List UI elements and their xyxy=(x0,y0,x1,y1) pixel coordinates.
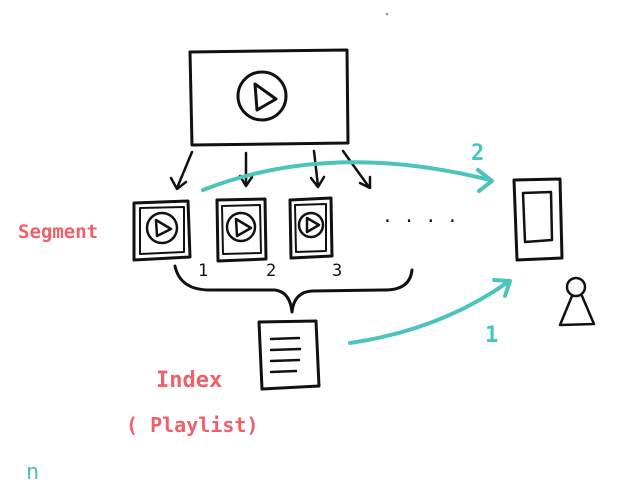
stray-dot xyxy=(385,12,389,16)
down-arrow-icon xyxy=(309,149,326,189)
segment-3 xyxy=(288,196,334,260)
down-arrow-icon xyxy=(169,150,194,191)
user-icon xyxy=(558,276,596,327)
corner-mark: n xyxy=(26,460,39,485)
segment-number: 2 xyxy=(266,261,276,281)
step-two-label: 2 xyxy=(471,141,484,166)
segment-number: 3 xyxy=(332,261,342,281)
play-icon xyxy=(297,211,325,239)
down-arrow-icon xyxy=(341,149,372,190)
source-video xyxy=(188,48,350,147)
play-icon xyxy=(236,70,288,122)
arrow-index-to-client xyxy=(348,278,512,345)
segment-2 xyxy=(215,197,268,263)
play-icon xyxy=(145,211,179,245)
client-device xyxy=(512,177,564,262)
segments-brace xyxy=(173,264,414,314)
index-label: Index xyxy=(156,368,222,393)
playlist-label: ( Playlist) xyxy=(126,413,258,437)
split-arrows xyxy=(169,149,372,191)
document-icon xyxy=(257,319,321,391)
arrow-segments-to-client xyxy=(201,160,494,193)
segment-1 xyxy=(132,199,192,262)
step-one-label: 1 xyxy=(485,323,498,348)
more-segments-ellipsis: . . . . xyxy=(382,206,458,227)
segment-number: 1 xyxy=(198,261,208,281)
segment-label: Segment xyxy=(18,221,98,243)
down-arrow-icon xyxy=(238,151,254,188)
play-icon xyxy=(225,211,257,243)
